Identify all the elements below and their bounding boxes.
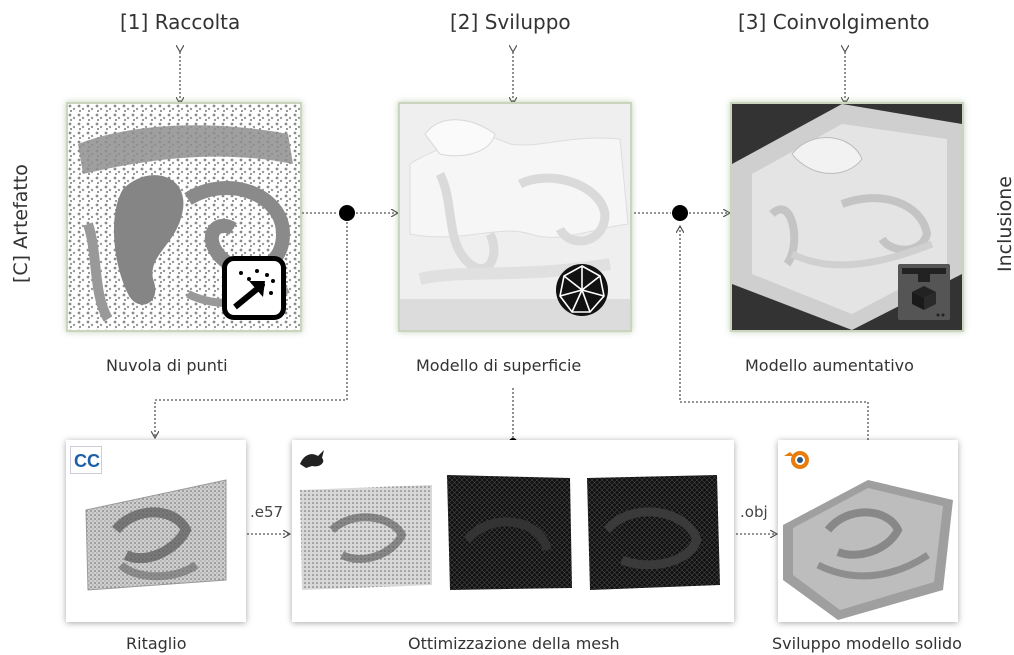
rhino-icon xyxy=(298,446,328,470)
stage-label-raccolta: [1] Raccolta xyxy=(120,10,241,34)
crop-card: CC xyxy=(66,440,246,622)
mesh-optimization-card xyxy=(292,440,734,622)
side-label-inclusione: Inclusione xyxy=(994,176,1014,272)
augmentative-model-panel xyxy=(730,102,964,332)
point-cloud-panel xyxy=(66,102,302,332)
svg-text:CC: CC xyxy=(74,451,100,471)
caption-ritaglio: Ritaglio xyxy=(126,634,187,653)
mesh-sphere-icon xyxy=(554,262,610,318)
cropped-cloud-image xyxy=(85,479,227,591)
mesh-stages-image xyxy=(300,475,720,590)
caption-modello-di-superficie: Modello di superficie xyxy=(416,356,582,375)
caption-sviluppo-modello-solido: Sviluppo modello solido xyxy=(772,634,962,653)
caption-ottimizzazione-mesh: Ottimizzazione della mesh xyxy=(408,634,620,653)
junction-node xyxy=(672,205,688,221)
surface-model-image xyxy=(400,104,630,330)
caption-modello-aumentativo: Modello aumentativo xyxy=(745,356,914,375)
junction-node xyxy=(339,205,355,221)
point-cloud-icon xyxy=(222,256,286,320)
solid-model-card xyxy=(778,440,958,622)
surface-model-panel xyxy=(398,102,632,332)
format-label-e57: .e57 xyxy=(250,503,284,521)
format-label-obj: .obj xyxy=(740,503,768,521)
side-label-artefatto: [C] Artefatto xyxy=(10,164,32,283)
point-cloud-image xyxy=(68,104,300,330)
caption-nuvola-di-punti: Nuvola di punti xyxy=(106,356,228,375)
cloudcompare-icon: CC xyxy=(70,446,102,474)
3d-printer-icon xyxy=(898,264,950,320)
stage-label-coinvolgimento: [3] Coinvolgimento xyxy=(738,10,930,34)
solid-model-image xyxy=(783,480,953,620)
stage-label-sviluppo: [2] Sviluppo xyxy=(450,10,571,34)
blender-icon xyxy=(782,446,814,472)
